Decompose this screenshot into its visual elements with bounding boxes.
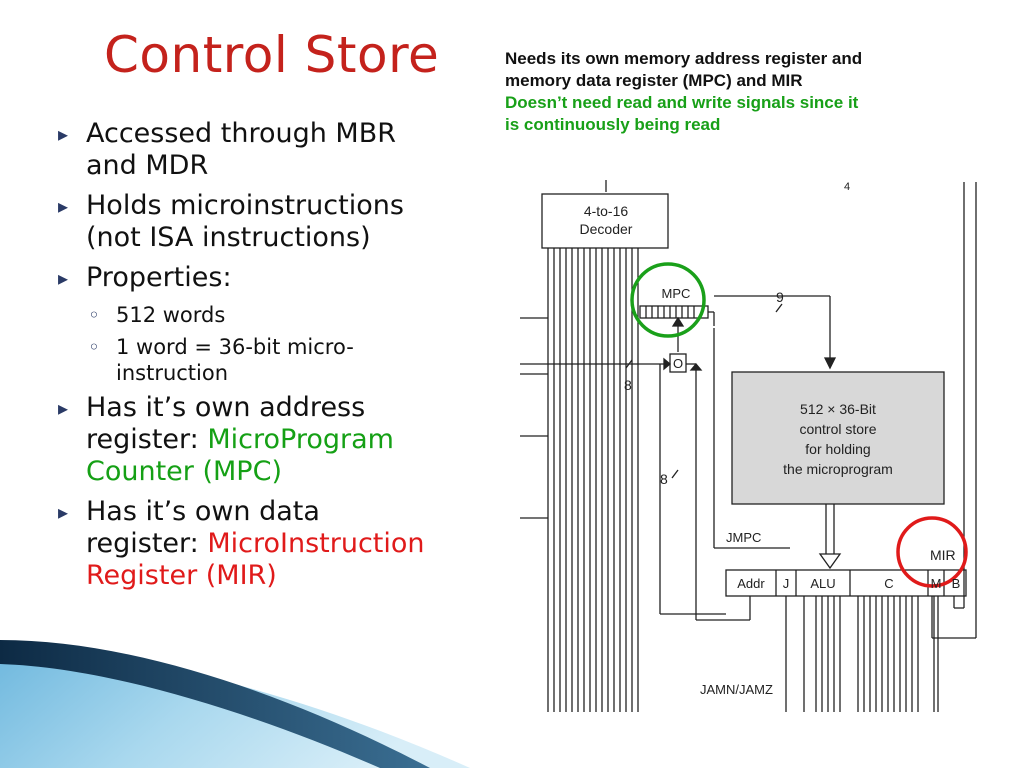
mir-label: MIR bbox=[930, 547, 956, 563]
or-gate bbox=[669, 353, 687, 373]
store-label-3: for holding bbox=[805, 441, 870, 457]
jmpc-label: JMPC bbox=[726, 530, 761, 545]
sub-bullet-words: 512 words bbox=[56, 302, 516, 328]
note-line-3: Doesn’t need read and write signals sinc… bbox=[505, 93, 859, 112]
bullet-holds: Holds microinstructions (not ISA instruc… bbox=[56, 190, 516, 254]
mpc-label: MPC bbox=[662, 286, 691, 301]
annotation-note: Needs its own memory address register an… bbox=[505, 48, 1005, 136]
store-label-1: 512 × 36-Bit bbox=[800, 401, 876, 417]
decoder-box bbox=[541, 193, 669, 249]
or-gate-label: O bbox=[673, 356, 683, 371]
slide-title: Control Store bbox=[104, 26, 440, 84]
bus-width-8b: 8 bbox=[660, 471, 668, 487]
mir-field-addr: Addr bbox=[737, 576, 765, 591]
mir-field-b: B bbox=[952, 576, 961, 591]
store-label-4: the microprogram bbox=[783, 461, 893, 477]
mir-field-c: C bbox=[884, 576, 893, 591]
corner-label: 4 bbox=[844, 181, 850, 193]
bus-width-9: 9 bbox=[776, 289, 784, 305]
sub-bullet-word-size: 1 word = 36-bit micro- instruction bbox=[56, 334, 516, 386]
bus-width-8a: 8 bbox=[624, 377, 632, 393]
control-store-diagram: 4-to-16 Decoder MPC 9 8 8 O 512 × 36-Bit… bbox=[520, 180, 977, 712]
bullet-address-register: Has it’s own address register: MicroProg… bbox=[56, 392, 516, 488]
note-line-1: Needs its own memory address register an… bbox=[505, 49, 863, 68]
mpc-register bbox=[639, 305, 709, 319]
bullet-data-register: Has it’s own data register: MicroInstruc… bbox=[56, 496, 516, 592]
mir-field-j: J bbox=[783, 576, 790, 591]
mpc-highlight-circle bbox=[630, 262, 706, 338]
decoder-label-1: 4-to-16 bbox=[584, 203, 629, 219]
decoder-label-2: Decoder bbox=[580, 221, 633, 237]
mir-field-alu: ALU bbox=[810, 576, 835, 591]
mir-highlight-circle bbox=[896, 516, 968, 588]
mir-field-m: M bbox=[931, 576, 942, 591]
bullet-properties: Properties: bbox=[56, 262, 516, 294]
note-line-4: is continuously being read bbox=[505, 115, 721, 134]
bullet-accessed: Accessed through MBR and MDR bbox=[56, 118, 516, 182]
bullet-list: Accessed through MBR and MDR Holds micro… bbox=[56, 118, 516, 600]
note-line-2: memory data register (MPC) and MIR bbox=[505, 71, 803, 90]
swoosh-dark bbox=[0, 640, 430, 768]
control-store-box bbox=[731, 371, 945, 505]
store-label-2: control store bbox=[799, 421, 876, 437]
mir-register bbox=[725, 569, 967, 597]
jam-label: JAMN/JAMZ bbox=[700, 682, 773, 697]
